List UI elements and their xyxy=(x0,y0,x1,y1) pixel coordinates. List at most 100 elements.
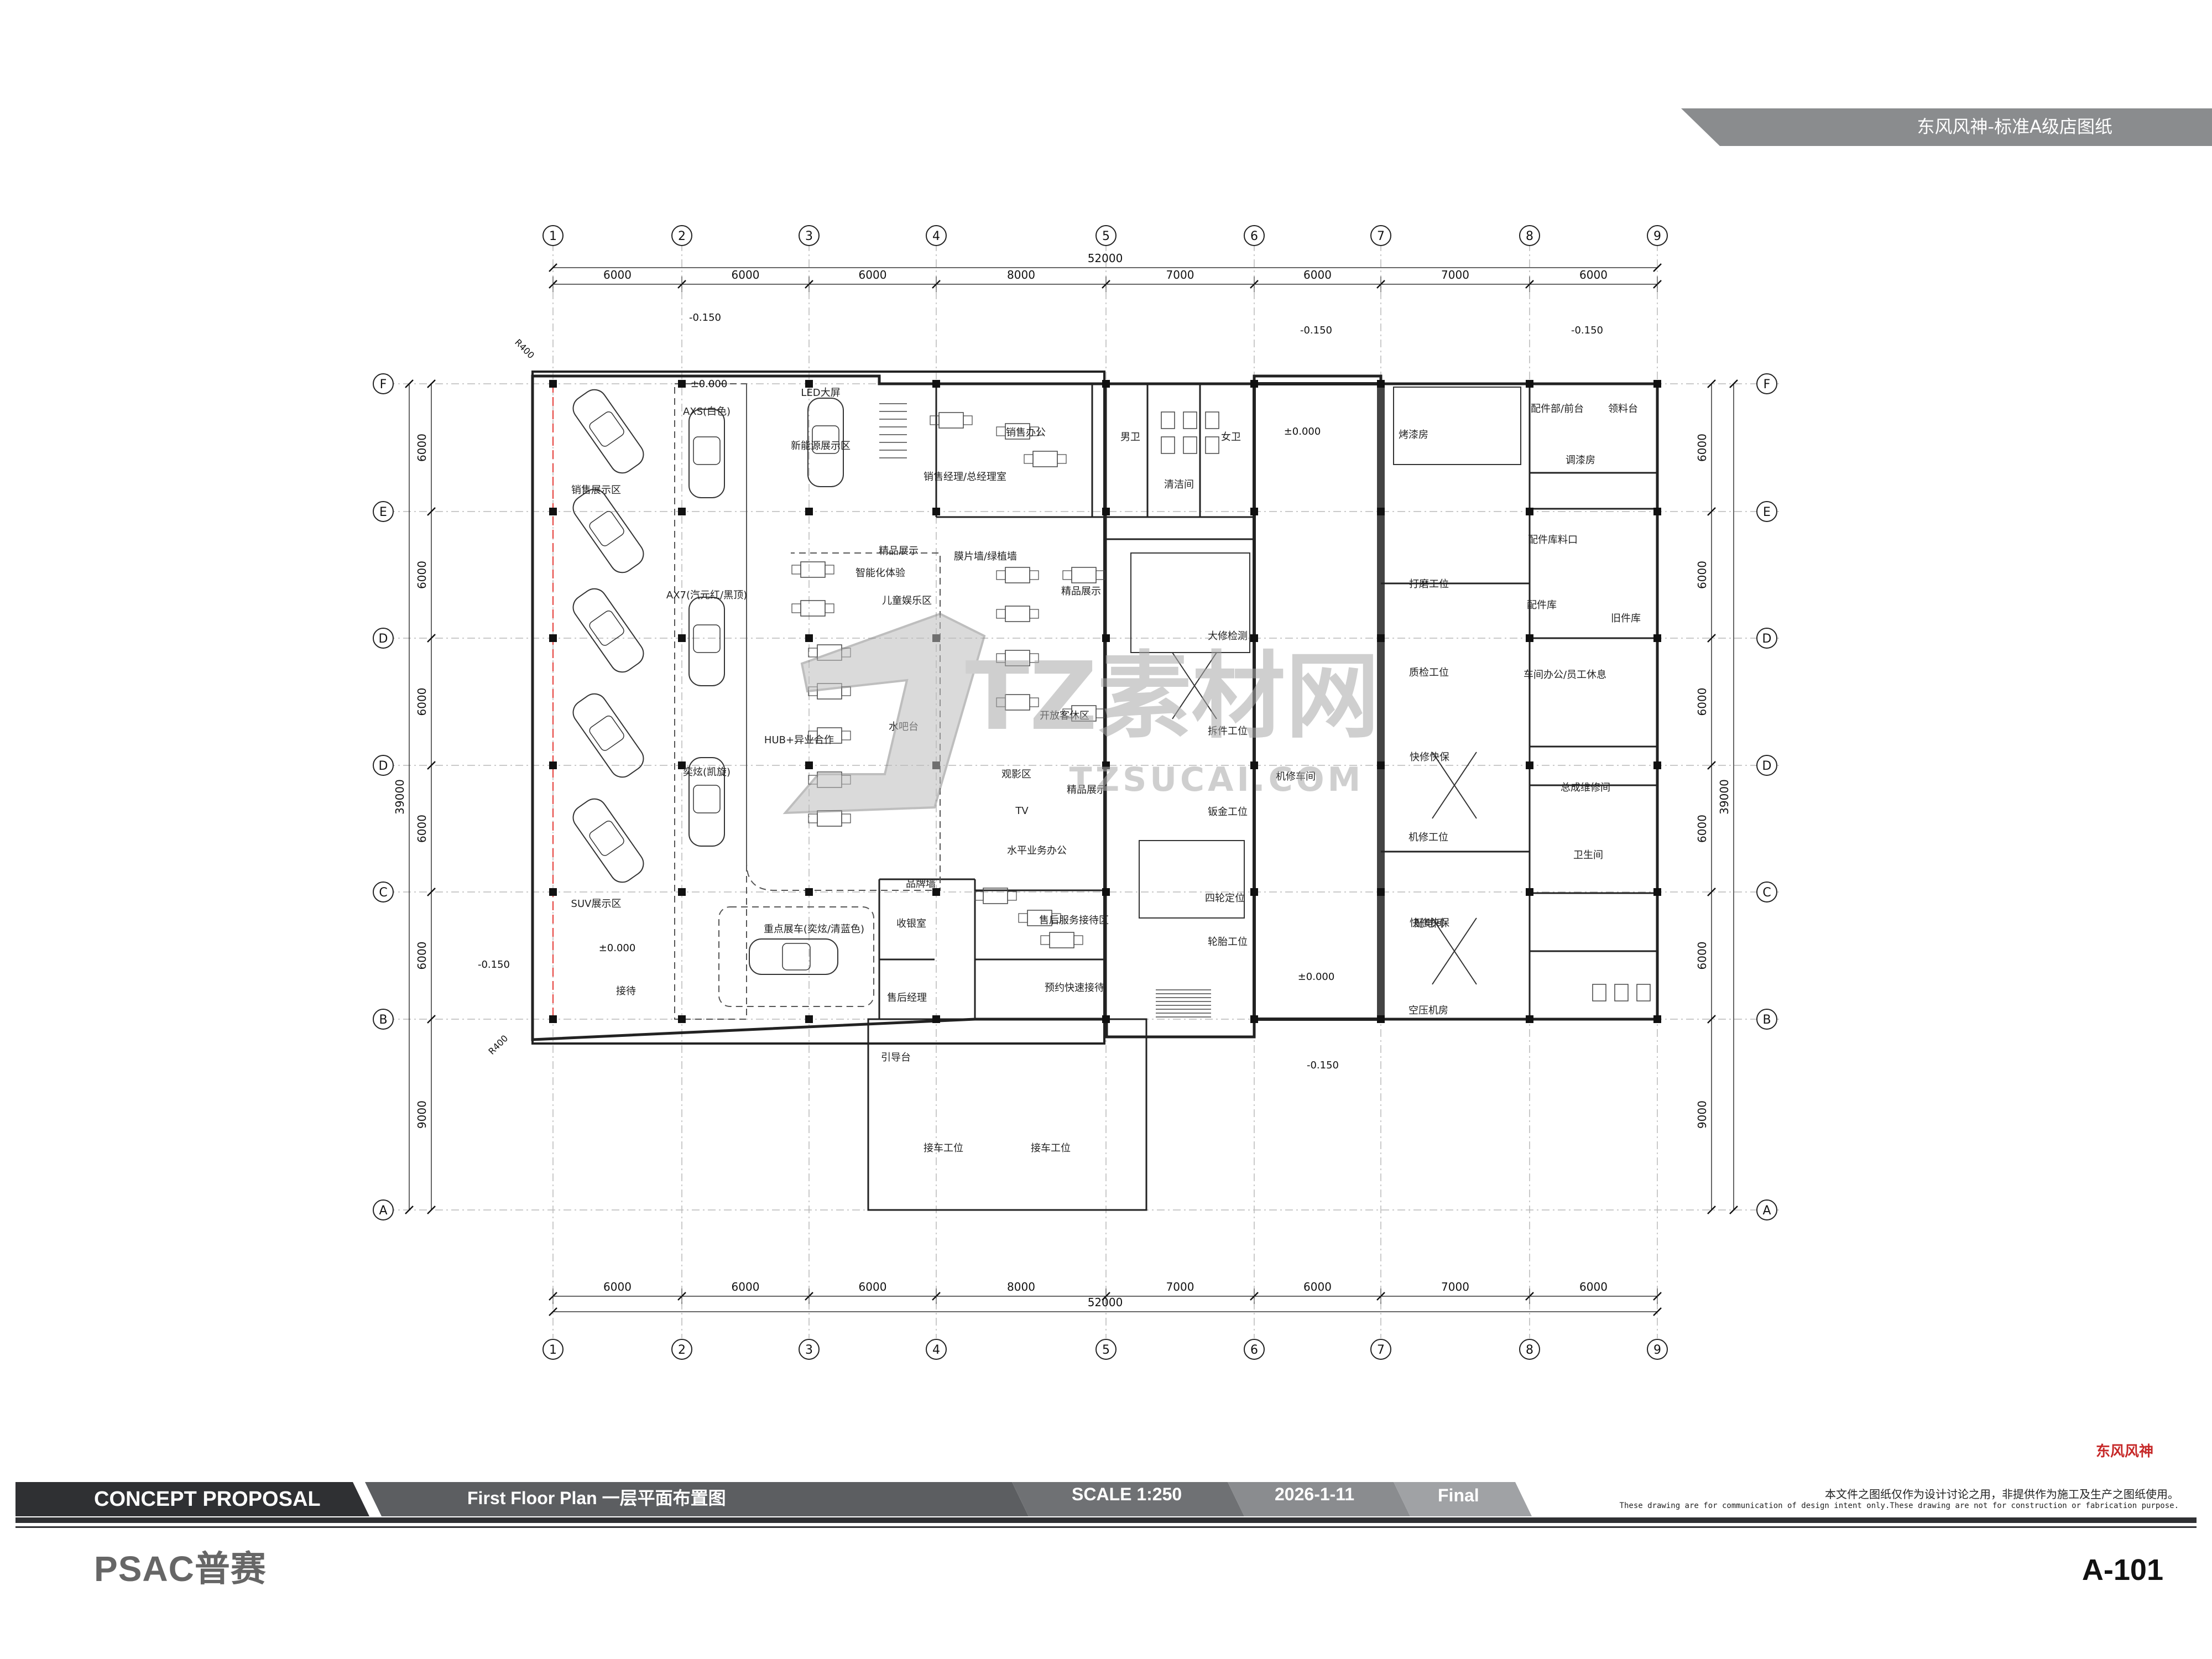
structural-column xyxy=(549,888,557,896)
grid-bubble-label: 3 xyxy=(805,1343,813,1357)
room-label: 机修车间 xyxy=(1276,771,1316,782)
dimension-text: 6000 xyxy=(732,1280,760,1293)
chair xyxy=(1062,708,1072,718)
grid-bubble xyxy=(1647,1339,1668,1360)
grid-bubble-label: 3 xyxy=(805,229,813,243)
project-label: CONCEPT PROPOSAL xyxy=(94,1488,321,1511)
dimension-tick xyxy=(405,379,414,388)
chair xyxy=(1029,653,1039,663)
room-label: 售后经理 xyxy=(887,992,927,1004)
grid-bubble-label: D xyxy=(379,759,388,773)
level-marker: -0.150 xyxy=(689,312,721,324)
structural-column xyxy=(678,508,686,515)
grid-bubble xyxy=(542,225,564,246)
car-body xyxy=(688,757,725,847)
display-car xyxy=(572,488,644,573)
dimension-text: 6000 xyxy=(1695,688,1709,716)
grid-bubble-label: D xyxy=(1762,632,1772,646)
structural-column xyxy=(1102,508,1110,515)
grid-bubble-label: C xyxy=(379,886,387,900)
room-label: 快修快保 xyxy=(1410,752,1449,763)
grid-bubble-label: 7 xyxy=(1377,229,1385,243)
toilet-fixture xyxy=(1161,411,1175,429)
grid-bubble-label: D xyxy=(1762,759,1772,773)
display-car xyxy=(749,938,838,975)
car-cabin xyxy=(812,425,839,454)
room-label: 清洁间 xyxy=(1164,479,1194,491)
watermark-text: TZ素材网 xyxy=(965,642,1379,752)
furniture-layer xyxy=(572,387,1651,1018)
showroom-shell xyxy=(531,371,1105,1045)
alignment-bay-equipment xyxy=(1139,840,1245,919)
chair xyxy=(963,415,973,425)
structural-column xyxy=(1526,508,1533,515)
dimension-tick xyxy=(549,263,557,272)
room-label: 开放客休区 xyxy=(1040,710,1089,722)
disclaimer-cn: 本文件之图纸仅作为设计讨论之用，非提供作为施工及生产之图纸使用。 xyxy=(1825,1488,2179,1501)
grid-bubble xyxy=(1756,628,1777,649)
dimension-text: 6000 xyxy=(1695,815,1709,843)
room-label: 重点展车(奕炫/清蓝色) xyxy=(764,924,864,935)
dimension-text: 7000 xyxy=(1441,1280,1469,1293)
room-label: 大修检测 xyxy=(1208,630,1248,642)
grid-bubble xyxy=(1647,225,1668,246)
dimension-text: 7000 xyxy=(1166,1280,1194,1293)
structural-column xyxy=(1377,380,1385,388)
table xyxy=(1005,567,1030,583)
room-label: 总成维修间 xyxy=(1561,782,1610,794)
table xyxy=(800,600,826,617)
overall-dimension-text: 39000 xyxy=(1718,779,1731,815)
toilet-fixture xyxy=(1636,984,1651,1001)
project-bar xyxy=(15,1482,369,1516)
room-label: 品牌墙 xyxy=(906,878,936,890)
grid-bubble-label: B xyxy=(379,1013,387,1027)
room-label: LED大屏 xyxy=(801,387,840,399)
structural-column xyxy=(1102,888,1110,896)
drawing-name: First Floor Plan 一层平面布置图 xyxy=(467,1488,726,1508)
dimension-tick xyxy=(427,1015,436,1024)
sheet-header-title: 东风风神-标准A级店图纸 xyxy=(1917,116,2112,137)
dimension-tick xyxy=(1707,761,1716,770)
car-body xyxy=(572,488,644,573)
chair xyxy=(1040,935,1050,945)
toilet-fixture xyxy=(1183,436,1197,454)
grid-bubble xyxy=(1519,225,1540,246)
grid-bubble xyxy=(1756,501,1777,522)
chair xyxy=(1029,570,1039,580)
grid-bubble-label: A xyxy=(1762,1204,1771,1218)
lift-arm xyxy=(1432,752,1477,819)
watermark-url: TZSUCAI.COM xyxy=(1070,760,1364,799)
room-label: 质检工位 xyxy=(1409,667,1449,679)
dimension-text: 6000 xyxy=(1695,434,1709,462)
structural-column xyxy=(1102,634,1110,642)
overall-dimension-text: 39000 xyxy=(393,779,406,815)
room-label: TV xyxy=(1015,805,1029,817)
grid-bubble xyxy=(1756,881,1777,902)
display-zone-outline xyxy=(674,383,747,1020)
room-label: 领料台 xyxy=(1608,403,1638,415)
level-marker: -0.150 xyxy=(478,959,510,971)
room-label: 配件库 xyxy=(1527,599,1557,611)
dimension-text: 6000 xyxy=(732,268,760,281)
grid-bubble xyxy=(1095,1339,1117,1360)
grid-bubble xyxy=(1370,1339,1391,1360)
dimension-text: 6000 xyxy=(415,688,429,716)
car-body xyxy=(572,693,644,778)
structural-column xyxy=(1526,634,1533,642)
canopy-wall xyxy=(867,1018,1147,1211)
table xyxy=(1049,932,1074,948)
grid-bubble-label: C xyxy=(1762,886,1771,900)
watermark-mark xyxy=(782,612,986,815)
car-body xyxy=(572,588,644,673)
dimension-text: 6000 xyxy=(1695,561,1709,589)
chair xyxy=(974,891,984,901)
dimension-text: 9000 xyxy=(415,1100,429,1129)
grid-bubble xyxy=(373,881,394,902)
grid-bubble xyxy=(1244,225,1265,246)
grid-bubble-label: 7 xyxy=(1377,1343,1385,1357)
structural-column xyxy=(805,634,813,642)
room-label: 四轮定位 xyxy=(1205,893,1245,904)
structural-column xyxy=(1653,508,1661,515)
lift-arm xyxy=(1432,917,1477,985)
